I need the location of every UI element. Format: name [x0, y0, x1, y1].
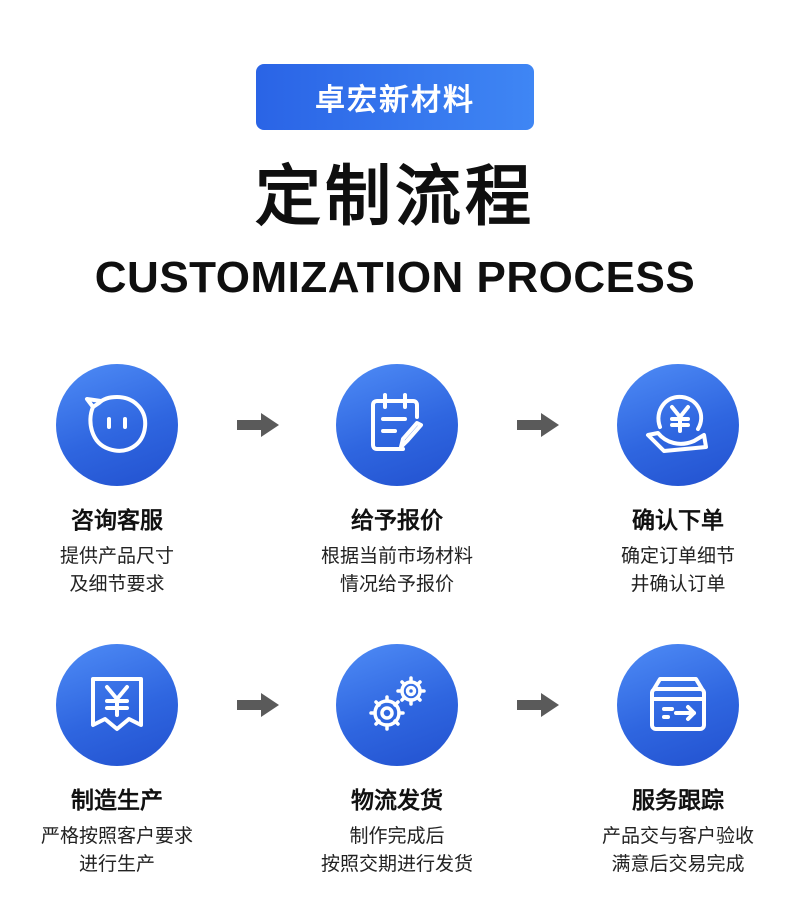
step-title: 制造生产 [71, 788, 163, 814]
step-quote: 给予报价 根据当前市场材料 情况给予报价 [272, 364, 522, 598]
step-desc-line: 进行生产 [78, 853, 155, 875]
arrow-right-icon [237, 413, 279, 437]
arrow-right-icon [237, 693, 279, 717]
step-production: 制造生产 严格按照客户要求 进行生产 [0, 644, 242, 878]
step-shipping: 物流发货 制作完成后 按照交期进行发货 [272, 644, 522, 878]
arrow-right-icon [517, 413, 559, 437]
chat-bubble-icon [85, 395, 148, 453]
step-title: 确认下单 [632, 508, 724, 534]
step-desc-line: 根据当前市场材料 [320, 545, 473, 567]
arrow-right-icon [517, 693, 559, 717]
step-title: 咨询客服 [71, 508, 163, 534]
step-desc-line: 情况给予报价 [339, 573, 454, 595]
step-order: 确认下单 确定订单细节 井确认订单 [553, 364, 790, 598]
step-desc-line: 确定订单细节 [620, 545, 735, 567]
step-desc-line: 产品交与客户验收 [601, 825, 754, 847]
step-icon-circle [56, 644, 178, 766]
step-desc-line: 满意后交易完成 [611, 853, 745, 875]
step-icon-circle [56, 364, 178, 486]
yen-hand-icon [646, 394, 708, 453]
step-title: 给予报价 [351, 508, 443, 534]
step-icon-circle [336, 364, 458, 486]
page-subtitle: CUSTOMIZATION PROCESS [94, 253, 696, 302]
step-icon-circle [617, 644, 739, 766]
shipping-box-icon [650, 677, 706, 731]
step-desc-line: 按照交期进行发货 [320, 853, 473, 875]
step-consult: 咨询客服 提供产品尺寸 及细节要求 [0, 364, 242, 598]
step-desc-line: 提供产品尺寸 [59, 545, 174, 567]
step-title: 物流发货 [351, 788, 443, 814]
page-title: 定制流程 [255, 158, 535, 235]
clipboard-edit-icon [371, 393, 423, 451]
step-tracking: 服务跟踪 产品交与客户验收 满意后交易完成 [553, 644, 790, 878]
step-desc-line: 制作完成后 [349, 825, 445, 847]
gears-icon [369, 676, 426, 731]
yen-document-icon [91, 677, 143, 731]
step-desc-line: 及细节要求 [69, 573, 165, 595]
step-desc-line: 严格按照客户要求 [40, 825, 193, 847]
step-desc-line: 井确认订单 [630, 573, 726, 595]
step-icon-circle [617, 364, 739, 486]
step-icon-circle [336, 644, 458, 766]
step-title: 服务跟踪 [632, 788, 724, 814]
brand-badge: 卓宏新材料 [256, 64, 534, 130]
